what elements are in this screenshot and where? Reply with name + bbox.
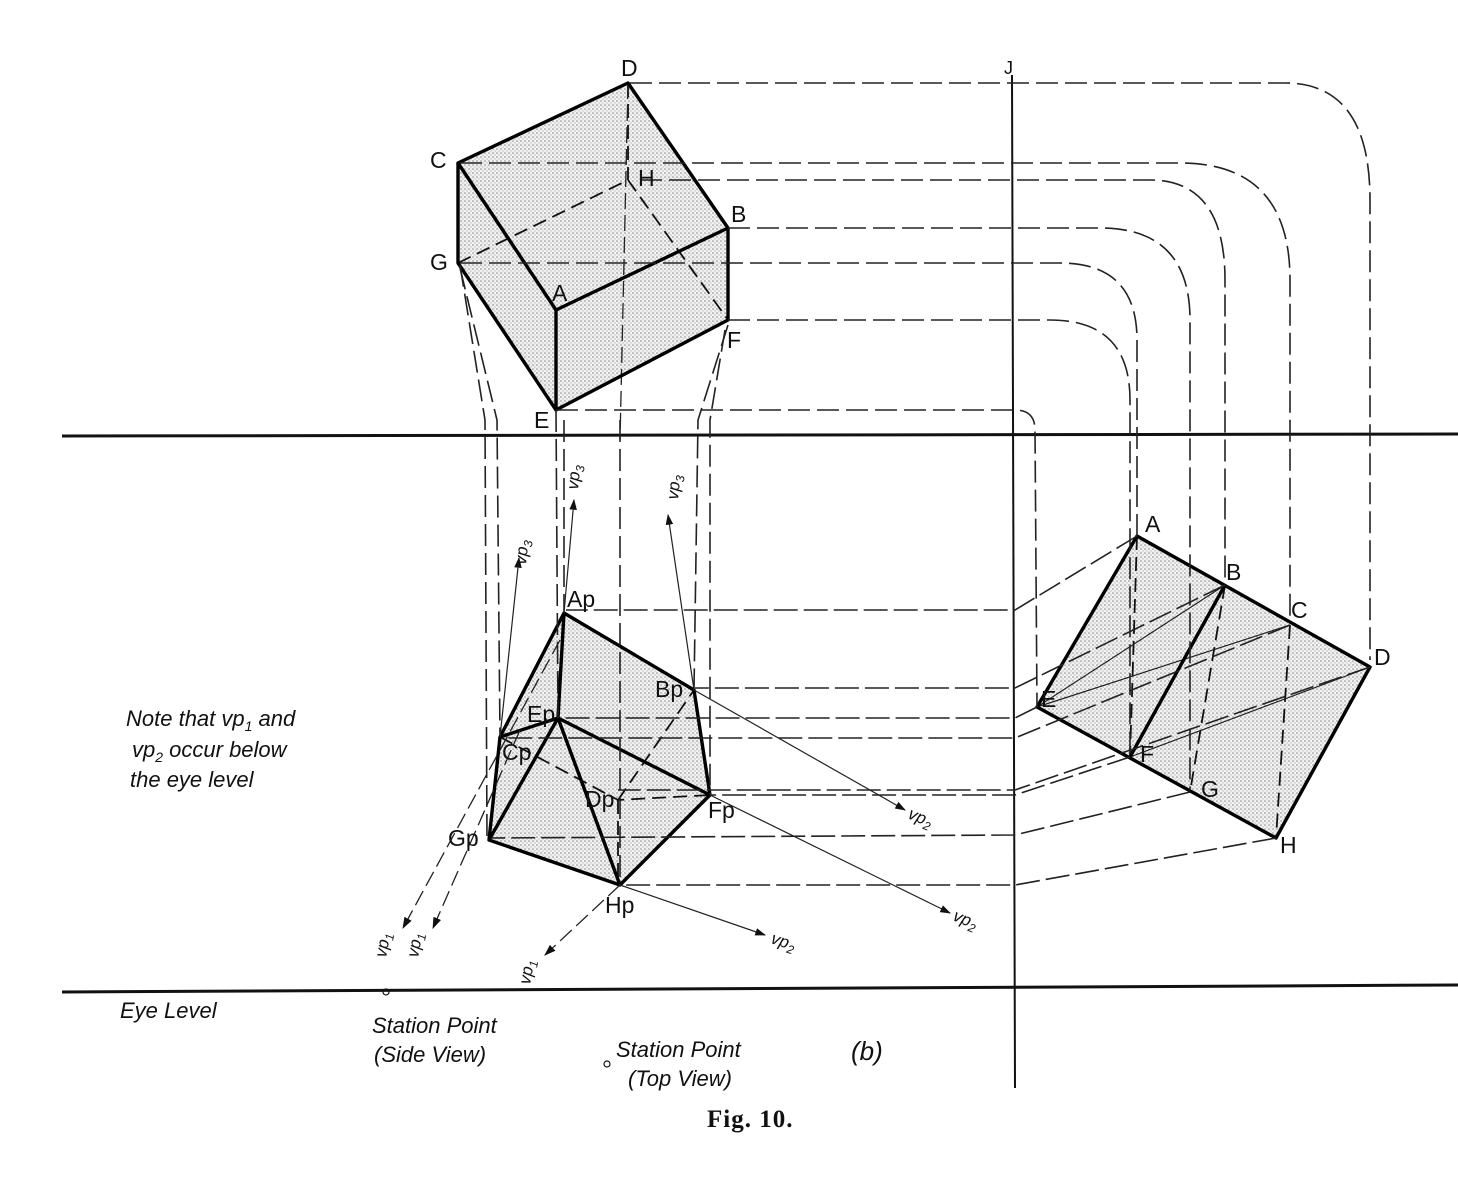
note-line-3: the eye level (130, 767, 255, 792)
vp3-text: vp (663, 481, 684, 501)
station-point-top-line2: (Top View) (628, 1066, 732, 1091)
label-plan-f: F (1140, 741, 1154, 767)
label-top-d: D (621, 55, 638, 81)
label-top-a: A (552, 280, 568, 306)
label-top-f: F (727, 327, 741, 353)
label-persp-bp: Bp (655, 676, 683, 702)
vp2-label-2: vp2 (949, 906, 980, 936)
vp2-text: vp (769, 929, 792, 953)
svg-text:vp3: vp3 (511, 539, 535, 566)
vertical-axis-line (1011, 74, 1016, 1089)
note-line-1-sub: 1 (245, 718, 253, 734)
note-line-1: Note that vp1 and (126, 706, 296, 734)
label-persp-fp: Fp (708, 797, 735, 823)
vp1-label-2: vp1 (403, 931, 429, 959)
picture-plane-line (61, 432, 1458, 438)
note-block: Note that vp1 and vp2 occur below the ey… (126, 706, 296, 792)
vanishing-lines (402, 498, 951, 956)
station-point-side-line1: Station Point (372, 1013, 498, 1038)
eye-level-line (61, 983, 1458, 994)
station-point-side-line2: (Side View) (374, 1042, 486, 1067)
label-persp-ep: Ep (527, 701, 555, 727)
svg-text:vp1: vp1 (515, 958, 541, 986)
note-line-2-sub: 2 (154, 749, 163, 765)
label-plan-b: B (1226, 559, 1241, 585)
label-plan-g: G (1201, 776, 1219, 802)
svg-text:vp3: vp3 (563, 464, 587, 491)
label-persp-cp: Cp (502, 739, 531, 765)
station-point-side-marker (382, 988, 390, 996)
svg-text:vp2: vp2 (949, 906, 980, 936)
vp1-label-3: vp1 (515, 958, 541, 986)
vp3-label-2: vp3 (563, 464, 587, 491)
vp3-sub: 3 (673, 474, 688, 482)
label-axis-j: J (1004, 58, 1013, 78)
vp1-text: vp (403, 938, 425, 959)
projection-lines-curved (460, 82, 1371, 790)
svg-text:vp3: vp3 (663, 474, 687, 501)
top-view-cube (456, 81, 730, 441)
label-persp-dp: Dp (585, 786, 614, 812)
vp3-label-1: vp3 (511, 539, 535, 566)
vp1-sub: 1 (414, 933, 429, 942)
label-plan-c: C (1291, 597, 1308, 623)
note-line-2-text: vp (132, 737, 155, 762)
label-top-b: B (731, 201, 746, 227)
label-top-e: E (534, 407, 549, 433)
vp3-sub: 3 (573, 464, 588, 472)
vp3-text: vp (563, 471, 584, 491)
vp1-text: vp (515, 965, 537, 986)
figure-caption: Fig. 10. (707, 1106, 793, 1133)
vp3-label-3: vp3 (663, 474, 687, 501)
vp1-text: vp (371, 938, 393, 959)
note-line-1-end: and (252, 706, 296, 731)
station-point-top-line1: Station Point (616, 1037, 742, 1062)
vp3-text: vp (511, 546, 532, 566)
note-line-2: vp2 occur below (132, 737, 289, 765)
label-plan-a: A (1145, 511, 1161, 537)
eye-level-label: Eye Level (120, 998, 218, 1023)
svg-text:vp1: vp1 (403, 931, 429, 959)
vp1-sub: 1 (526, 960, 541, 969)
vp1-label-1: vp1 (371, 931, 397, 959)
vp2-label-3: vp2 (768, 929, 799, 958)
label-plan-h: H (1280, 832, 1297, 858)
label-top-g: G (430, 249, 448, 275)
note-line-2-end: occur below (163, 737, 289, 762)
label-top-c: C (430, 147, 447, 173)
vp1-sub: 1 (382, 933, 397, 942)
vp2-label-1: vp2 (904, 804, 935, 834)
projection-lines-vertical (459, 264, 729, 885)
vp2-text: vp (951, 906, 975, 930)
label-top-h: H (638, 165, 655, 191)
label-persp-hp: Hp (605, 892, 634, 918)
panel-label: (b) (851, 1036, 883, 1066)
label-persp-ap: Ap (567, 586, 595, 612)
label-plan-d: D (1374, 644, 1391, 670)
svg-text:vp2: vp2 (768, 929, 799, 958)
vp2-sub: 2 (784, 942, 796, 958)
label-plan-e: E (1041, 686, 1056, 712)
projection-lines-plan (490, 535, 1371, 886)
svg-text:vp2: vp2 (904, 804, 935, 834)
vp2-text: vp (906, 804, 930, 828)
note-line-1-text: Note that vp (126, 706, 245, 731)
vp3-sub: 3 (521, 539, 536, 547)
svg-text:vp1: vp1 (371, 931, 397, 959)
station-point-top-marker (603, 1060, 611, 1068)
label-persp-gp: Gp (448, 825, 479, 851)
